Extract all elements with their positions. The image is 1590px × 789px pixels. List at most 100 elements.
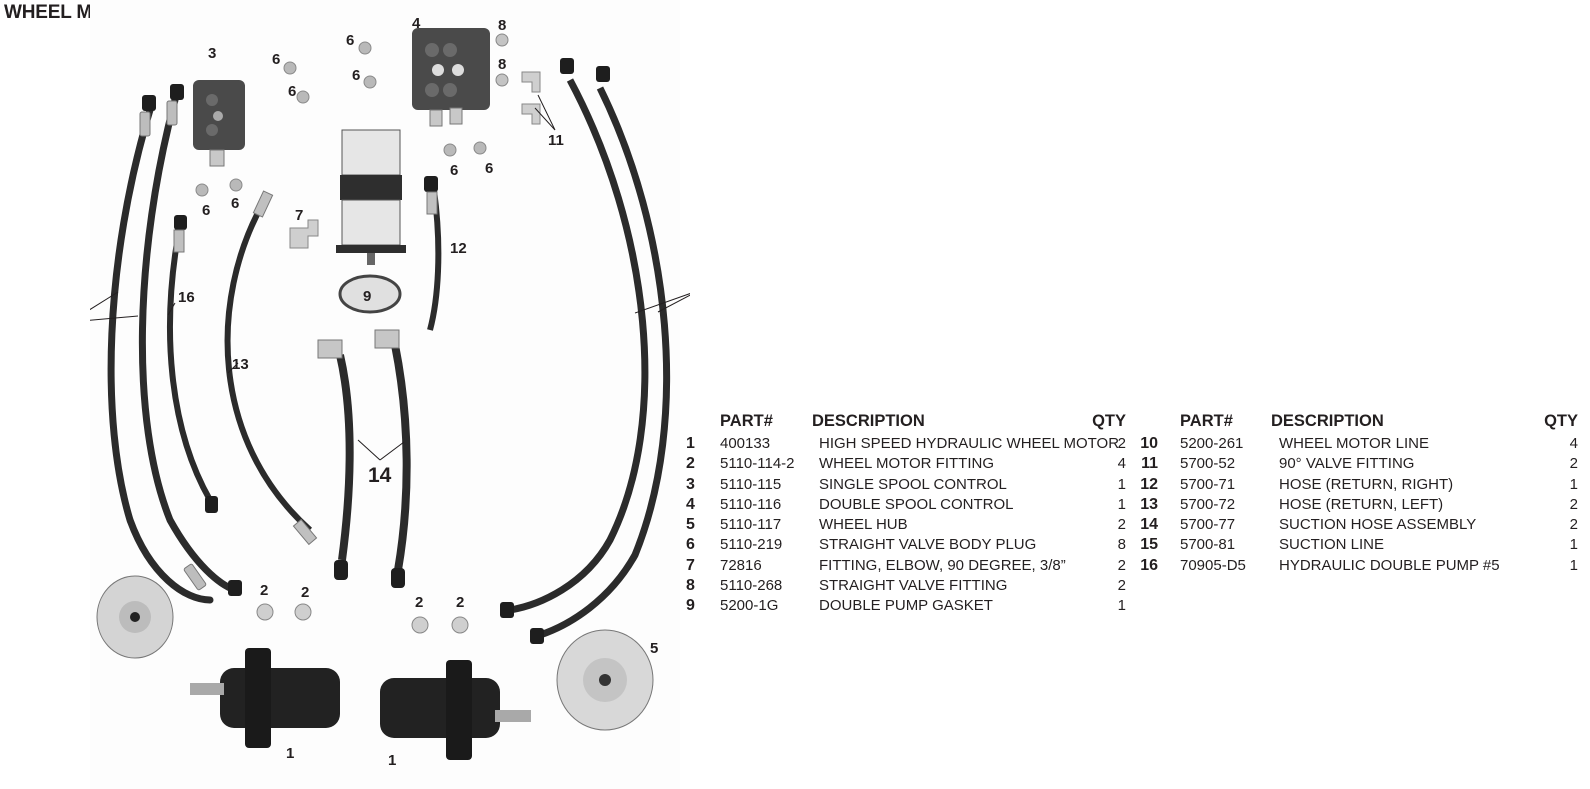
part-qty: 2 — [1569, 455, 1578, 473]
part-number: 5700-77 — [1180, 516, 1236, 534]
part-description: DOUBLE SPOOL CONTROL — [819, 495, 1014, 513]
part-qty: 2 — [1117, 577, 1126, 595]
item-number: 1 — [686, 435, 695, 452]
header-part: PART# — [1180, 412, 1233, 430]
single-spool-control — [193, 80, 245, 167]
part-qty: 2 — [1117, 556, 1126, 574]
part-number: 400133 — [720, 435, 771, 452]
item-number: 3 — [686, 475, 695, 493]
part-number: 5110-116 — [720, 495, 782, 513]
part-number: 5110-114-2 — [720, 455, 795, 473]
part-qty: 1 — [1569, 556, 1578, 574]
callout-7: 7 — [295, 207, 303, 224]
item-number: 12 — [1140, 475, 1158, 493]
part-description: HOSE (RETURN, LEFT) — [1279, 495, 1444, 513]
callout-6: 6 — [272, 51, 280, 68]
part-description: HYDRAULIC DOUBLE PUMP #5 — [1279, 556, 1500, 574]
part-number: 5700-72 — [1180, 495, 1236, 513]
part-description: WHEEL HUB — [819, 516, 908, 534]
callout-6: 6 — [288, 83, 296, 100]
part-number: 5200-261 — [1180, 435, 1244, 452]
part-number: 5700-71 — [1180, 475, 1236, 493]
part-qty: 1 — [1117, 475, 1126, 493]
callout-6: 6 — [346, 32, 354, 49]
part-qty: 1 — [1569, 536, 1578, 554]
item-number: 11 — [1141, 455, 1158, 473]
wheel-motor-left — [190, 648, 340, 748]
part-qty: 1 — [1117, 597, 1126, 615]
part-qty: 1 — [1117, 495, 1126, 513]
part-description: SUCTION HOSE ASSEMBLY — [1279, 516, 1477, 534]
callout-14: 14 — [368, 464, 392, 487]
part-description: STRAIGHT VALVE FITTING — [819, 577, 1008, 595]
parts-table-left: PART# DESCRIPTION QTY 1 400133 HIGH SPEED … — [686, 412, 1126, 617]
table-row: 4 5110-116 DOUBLE SPOOL CONTROL 1 — [686, 495, 1126, 515]
part-number: 5110-115 — [720, 475, 782, 493]
wheel-motor-line-left — [107, 96, 239, 604]
item-number: 14 — [1140, 516, 1158, 534]
header-qty: QTY — [1092, 412, 1126, 430]
table-row: 16 70905-D5 HYDRAULIC DOUBLE PUMP #5 1 — [1140, 556, 1578, 576]
part-description: HOSE (RETURN, RIGHT) — [1279, 475, 1454, 493]
callout-2: 2 — [260, 582, 268, 599]
callout-6: 6 — [231, 195, 239, 212]
item-number: 2 — [686, 455, 695, 473]
callout-5: 5 — [650, 640, 658, 657]
hydraulic-double-pump — [336, 129, 406, 265]
wheel-motor-line-right — [509, 78, 671, 639]
item-number: 9 — [686, 597, 695, 615]
part-number: 5700-52 — [1180, 455, 1236, 473]
wheel-hub-right — [556, 629, 654, 731]
part-qty: 8 — [1117, 536, 1126, 554]
item-number: 16 — [1140, 556, 1158, 574]
part-description: SINGLE SPOOL CONTROL — [819, 475, 1007, 493]
part-qty: 2 — [1117, 516, 1126, 534]
callout-2: 2 — [456, 594, 464, 611]
part-description: SUCTION LINE — [1279, 536, 1385, 554]
table-row: 3 5110-115 SINGLE SPOOL CONTROL 1 — [686, 475, 1126, 495]
item-number: 10 — [1140, 435, 1158, 452]
callout-8: 8 — [498, 17, 506, 34]
callout-2: 2 — [415, 594, 423, 611]
hose-end-caps-left — [142, 84, 242, 596]
part-description: HIGH SPEED HYDRAULIC WHEEL MOTOR — [819, 435, 1120, 452]
part-qty: 4 — [1569, 435, 1578, 452]
callout-6: 6 — [485, 160, 493, 177]
callout-4: 4 — [412, 15, 421, 32]
wheel-hub-left — [96, 575, 174, 659]
part-number: 72816 — [720, 556, 762, 574]
part-number: 5700-81 — [1180, 536, 1236, 554]
part-description: 90° VALVE FITTING — [1279, 455, 1415, 473]
item-number: 4 — [686, 495, 695, 513]
part-description: WHEEL MOTOR LINE — [1279, 435, 1430, 452]
wheel-motor-fittings — [256, 603, 469, 634]
part-description: DOUBLE PUMP GASKET — [819, 597, 993, 615]
straight-valve-fittings — [495, 33, 509, 87]
callout-13: 13 — [232, 356, 249, 373]
callout-1: 1 — [388, 752, 396, 769]
double-spool-control — [412, 28, 490, 127]
item-number: 8 — [686, 577, 695, 595]
callout-6: 6 — [202, 202, 210, 219]
item-number: 13 — [1140, 495, 1158, 513]
callout-11: 11 — [548, 132, 564, 149]
exploded-parts-diagram: 1 1 2 2 2 2 3 4 5 5 6 6 6 6 6 6 6 6 7 8 … — [90, 0, 690, 789]
callout-9: 9 — [363, 288, 371, 305]
header-part: PART# — [720, 412, 773, 430]
table-header: PART# DESCRIPTION QTY — [686, 412, 1126, 434]
header-description: DESCRIPTION — [1271, 412, 1384, 430]
part-description: FITTING, ELBOW, 90 DEGREE, 3/8” — [819, 556, 1066, 574]
part-number: 70905-D5 — [1180, 556, 1246, 574]
part-qty: 4 — [1117, 455, 1126, 473]
return-hose-left — [224, 203, 313, 533]
item-number: 5 — [686, 516, 695, 534]
